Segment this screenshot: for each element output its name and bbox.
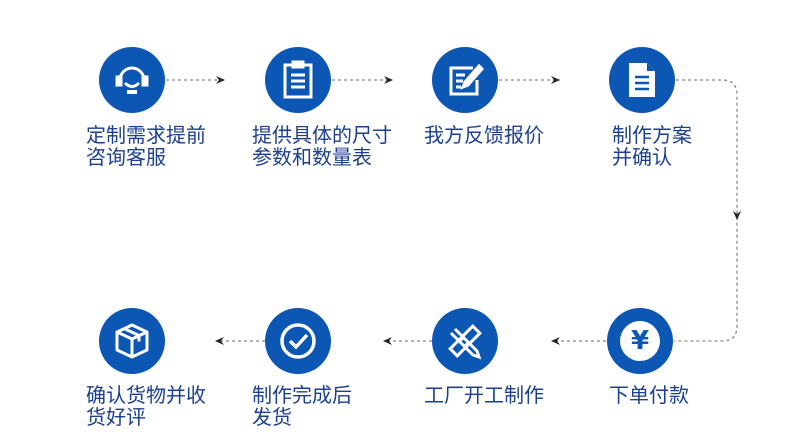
- clipboard-icon: [265, 47, 331, 113]
- check-circle-icon: [265, 308, 331, 374]
- box-icon: [99, 308, 165, 374]
- ruler-pencil-icon: [432, 308, 498, 374]
- step-2-label: 提供具体的尺寸参数和数量表: [252, 123, 392, 169]
- arrow-left-icon: [215, 337, 224, 345]
- edit-form-icon: [432, 47, 498, 113]
- document-icon: [609, 47, 675, 113]
- yen-symbol: ¥: [620, 321, 660, 361]
- step-4-label: 制作方案并确认: [612, 123, 692, 169]
- step-1-label: 定制需求提前咨询客服: [86, 123, 206, 169]
- yen-icon: ¥: [607, 308, 673, 374]
- arrow-right-icon: [551, 76, 560, 84]
- arrow-left-icon: [383, 337, 392, 345]
- step-7-label: 制作完成后发货: [252, 383, 352, 429]
- arrow-down-icon: [733, 211, 741, 220]
- arrow-right-icon: [216, 76, 225, 84]
- step-6-label: 工厂开工制作: [424, 383, 544, 407]
- step-8-label: 确认货物并收货好评: [86, 383, 206, 429]
- step-3-label: 我方反馈报价: [424, 123, 544, 147]
- arrow-left-icon: [551, 337, 560, 345]
- connector-4-5: [674, 79, 738, 342]
- arrow-right-icon: [384, 76, 393, 84]
- step-5-label: 下单付款: [609, 383, 689, 407]
- headset-icon: [99, 47, 165, 113]
